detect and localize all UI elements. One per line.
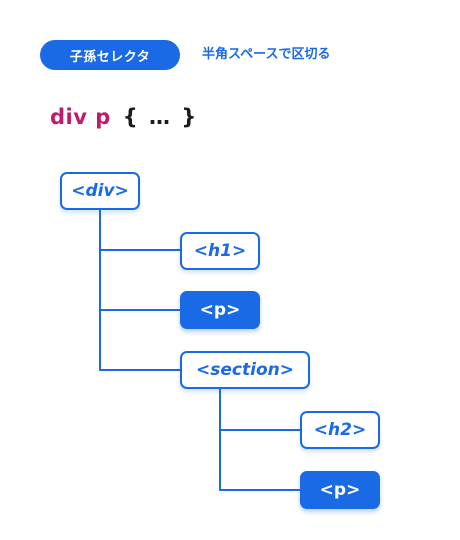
tree-node-h1: <h1>	[180, 232, 260, 270]
css-selector-example: div p { … }	[50, 100, 198, 134]
selector-type-badge: 子孫セレクタ	[40, 40, 180, 70]
selector-caption: 半角スペースで区切る	[202, 47, 331, 62]
tree-node-section: <section>	[180, 351, 310, 389]
selector-name: div p	[50, 105, 111, 129]
connector-div-trunk	[99, 210, 180, 371]
tree-node-div: <div>	[60, 172, 140, 210]
selector-body: { … }	[122, 105, 199, 129]
tree-node-nested-p-selected: <p>	[300, 471, 380, 509]
connector-section-trunk	[219, 389, 300, 491]
tree-node-h2: <h2>	[300, 411, 380, 449]
tree-node-p-selected: <p>	[180, 291, 260, 329]
